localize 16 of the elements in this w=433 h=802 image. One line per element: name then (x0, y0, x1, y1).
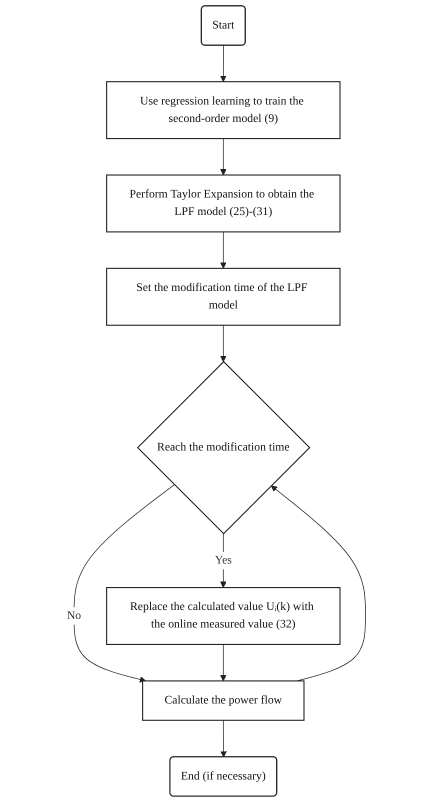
arrow (220, 232, 227, 269)
arrow (74, 484, 176, 683)
arrow (220, 644, 227, 682)
node-diamond: Reach the modification time (137, 360, 311, 534)
edge-label: Yes (215, 554, 232, 566)
node-box: Replace the calculated value Uᵢ(k) with the online measured value (32) (106, 587, 341, 646)
node-box: Set the modification time of the LPF model (106, 268, 341, 326)
arrow (271, 485, 366, 682)
arrow (220, 720, 228, 758)
arrow (220, 138, 227, 176)
arrow (220, 45, 227, 82)
edge-label: No (67, 609, 82, 622)
node-box: Use regression learning to train the second-order model (9) (106, 81, 341, 140)
arrow (220, 324, 227, 362)
node-box: Calculate the power flow (142, 680, 305, 721)
node-box: Perform Taylor Expansion to obtain the LPF model (25)-(31) (106, 174, 341, 232)
